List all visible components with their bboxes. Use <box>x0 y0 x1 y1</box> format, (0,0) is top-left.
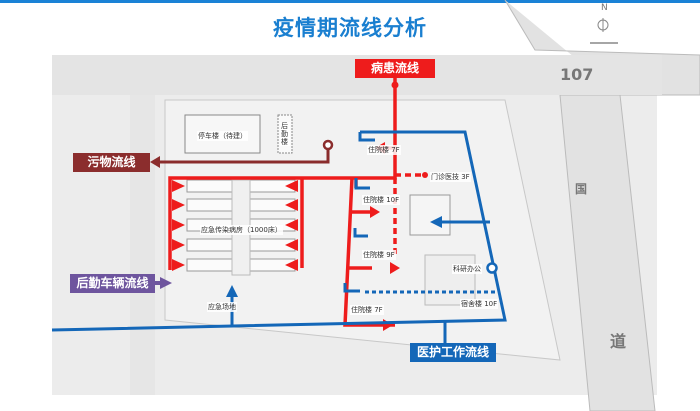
building-label-inpatient-1: 住院楼 7F <box>367 145 401 155</box>
staff-arrow <box>430 216 442 228</box>
outpatient-dot <box>422 172 428 178</box>
top-accent-bar <box>0 0 700 3</box>
compass-icon <box>590 18 618 44</box>
building-label-research: 科研办公 <box>452 264 482 274</box>
staff-flow-line <box>51 130 507 345</box>
page-title: 疫情期流线分析 <box>273 16 427 40</box>
waste-arrow <box>150 156 160 168</box>
building-label-outpatient: 门诊医技 3F <box>430 172 471 182</box>
patient-origin-dot <box>391 81 399 89</box>
road-label-guo: 国 <box>575 182 588 196</box>
building-label-inpatient-4: 住院楼 7F <box>350 305 384 315</box>
building-label-inpatient-2: 住院楼 10F <box>362 195 401 205</box>
road-west <box>130 95 155 395</box>
patient-flow-line <box>168 78 425 327</box>
legend-logistics-flow: 后勤车辆流线 <box>70 274 155 293</box>
building-label-inpatient-3: 住院楼 9F <box>362 250 396 260</box>
compass-north-label: N <box>601 3 608 13</box>
outpatient-building <box>409 194 451 236</box>
research-building <box>424 254 476 306</box>
waste-flow-line <box>158 139 334 164</box>
building-label-dormitory: 宿舍楼 10F <box>460 299 499 309</box>
legend-staff-flow: 医护工作流线 <box>410 343 496 362</box>
building-label-logistics: 后勤楼 <box>280 122 290 146</box>
patient-arrows <box>172 142 400 331</box>
road-label-dao: 道 <box>610 332 627 351</box>
building-label-emergency-ward: 应急传染病房（1000床） <box>200 225 283 235</box>
legend-waste-flow: 污物流线 <box>73 153 150 172</box>
building-label-emergency-site: 应急场地 <box>207 302 237 312</box>
road-number-label: 107 <box>560 65 594 84</box>
building-label-parking: 停车楼（待建） <box>197 131 248 141</box>
legend-patient-flow: 病患流线 <box>355 59 435 78</box>
logistics-arrow <box>160 277 172 289</box>
staff-origin-circle <box>486 262 498 274</box>
staff-arrow-up <box>226 285 238 297</box>
